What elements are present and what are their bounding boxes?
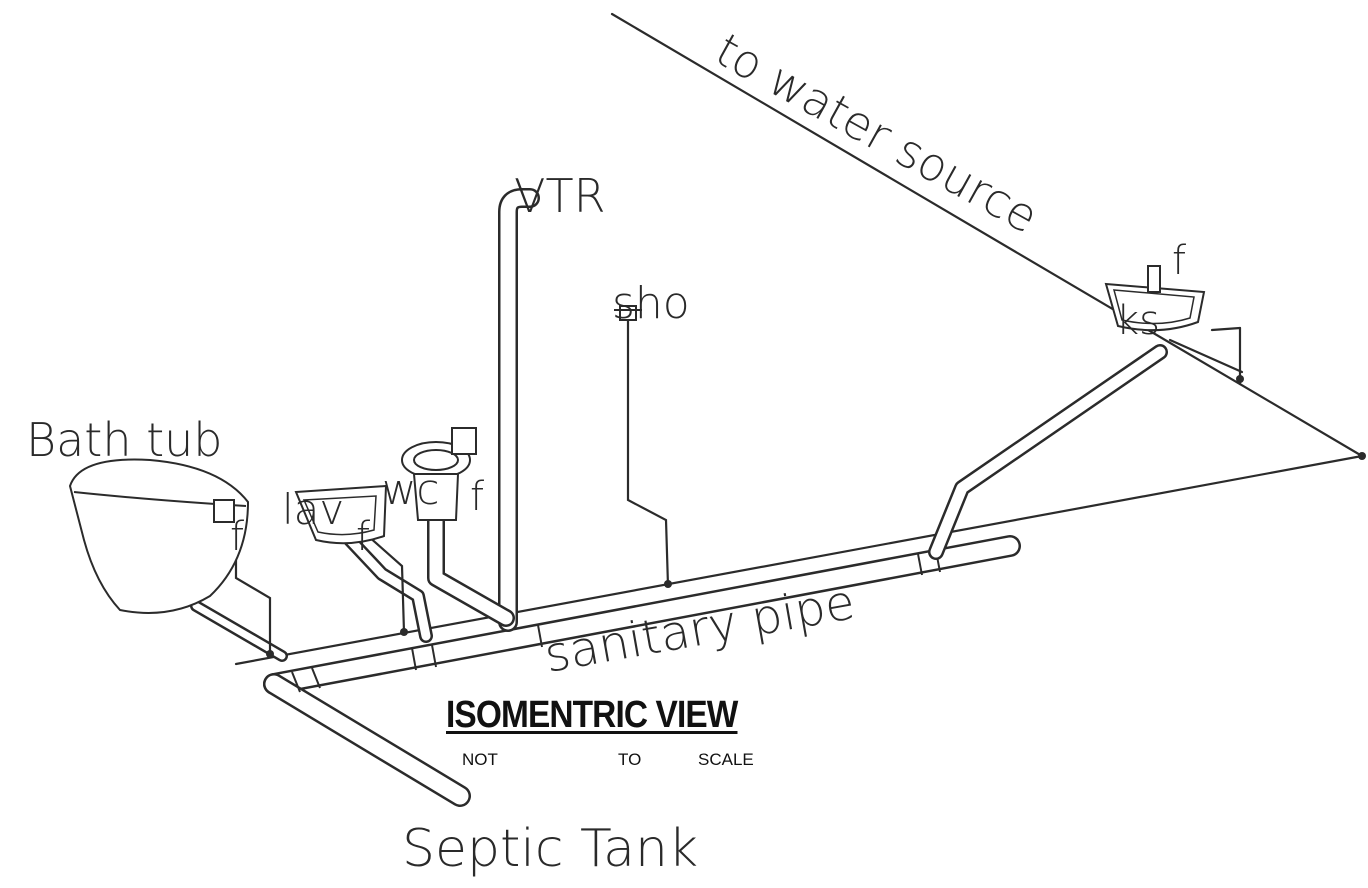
label-kitchen-sink: ks — [1116, 298, 1160, 344]
label-septic-tank: Septic Tank — [402, 819, 698, 879]
label-vtr: VTR — [514, 169, 606, 223]
label-sanitary-pipe: sanitary pipe — [540, 574, 859, 684]
label-lavatory: lav — [282, 485, 344, 534]
label-bath-faucet: f — [230, 514, 244, 560]
diagram-title: ISOMENTRIC VIEW — [446, 694, 738, 736]
shower-head-icon — [614, 305, 642, 321]
label-water-closet: wc — [382, 465, 439, 514]
vent-through-roof-pipe — [498, 188, 540, 632]
label-shower: sho — [612, 278, 690, 329]
scale-word-not: NOT — [462, 750, 498, 769]
kitchen-sink-icon — [1104, 265, 1206, 332]
label-lav-faucet: f — [356, 514, 370, 560]
bath-tub-icon — [68, 458, 250, 614]
scale-word-scale: SCALE — [698, 750, 754, 769]
label-kitchen-faucet: f — [1172, 238, 1186, 284]
water-closet-icon — [401, 427, 477, 521]
label-wc-faucet: f — [470, 474, 484, 520]
lavatory-drain — [343, 533, 433, 643]
label-water-source: to water source — [707, 22, 1047, 243]
water-closet-drain — [427, 511, 515, 627]
scale-word-to: TO — [618, 750, 642, 769]
kitchen-sink-drain — [928, 344, 1168, 560]
label-bath-tub: Bath tub — [26, 413, 223, 467]
bath-tub-drain — [190, 600, 288, 662]
sanitary-pipe — [263, 535, 1021, 807]
lavatory-icon — [294, 484, 388, 545]
